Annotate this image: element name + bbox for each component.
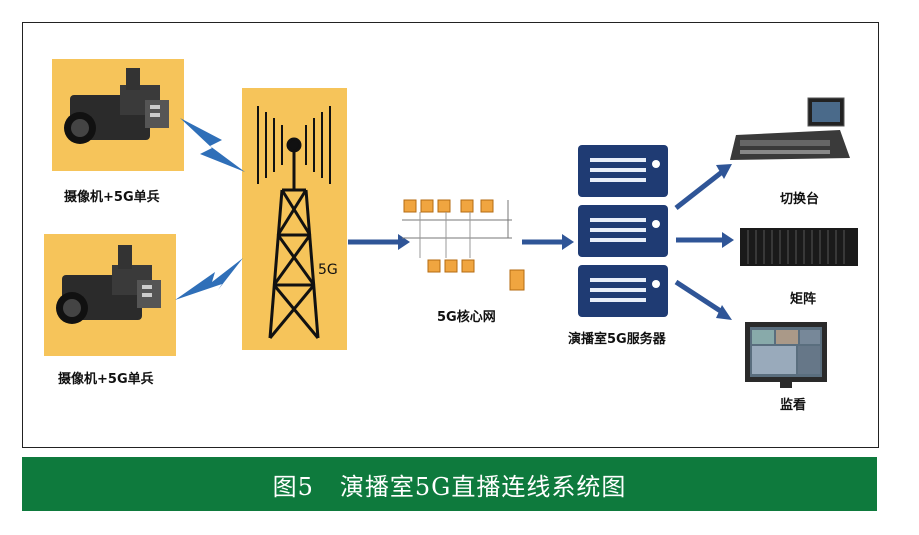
server-label: 演播室5G服务器 [568, 332, 666, 347]
tower-label: 5G [318, 262, 338, 278]
matrix-label: 矩阵 [790, 292, 817, 307]
camera-1-label: 摄像机+5G单兵 [64, 190, 160, 205]
figure-caption-bar: 图5 演播室5G直播连线系统图 [22, 457, 877, 511]
server-stack-icon [578, 145, 668, 317]
arrow-server-switcher [674, 170, 724, 210]
switcher-icon [730, 97, 850, 160]
core-network-label: 5G核心网 [437, 310, 496, 325]
figure-number: 图5 [272, 472, 314, 501]
wireless-bolt-2-icon [175, 258, 243, 300]
arrow-server-monitor [674, 279, 724, 315]
tower-icon [257, 106, 331, 339]
camera-2-label: 摄像机+5G单兵 [58, 372, 154, 387]
core-network-icon [402, 199, 525, 291]
monitor-label: 监看 [780, 398, 807, 413]
switcher-label: 切换台 [780, 192, 820, 207]
matrix-icon [740, 228, 858, 266]
figure-title: 演播室5G直播连线系统图 [339, 472, 627, 501]
wireless-bolt-1-icon [180, 118, 245, 172]
camera-1-icon [64, 68, 169, 144]
camera-2-icon [56, 245, 161, 324]
monitor-icon [745, 322, 827, 388]
